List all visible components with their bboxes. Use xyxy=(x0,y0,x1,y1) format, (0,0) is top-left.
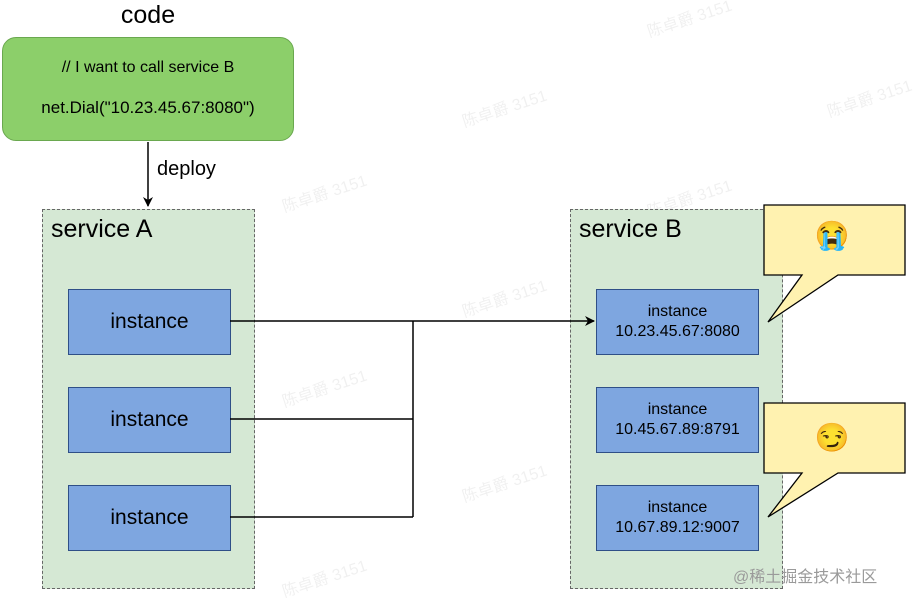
service-a-instance: instance xyxy=(68,485,231,551)
service-a-title: service A xyxy=(51,215,153,243)
service-b-group: service B instance 10.23.45.67:8080 inst… xyxy=(570,209,783,589)
speech-bubble xyxy=(763,402,906,518)
service-a-instance: instance xyxy=(68,387,231,453)
service-b-instance: instance 10.67.89.12:9007 xyxy=(596,485,759,551)
service-a-group: service A instance instance instance xyxy=(42,209,255,589)
speech-bubble xyxy=(763,204,906,323)
instance-label: instance xyxy=(647,303,708,320)
service-a-instance: instance xyxy=(68,289,231,355)
deploy-label: deploy xyxy=(157,158,216,180)
code-comment-line: // I want to call service B xyxy=(61,59,235,76)
instance-address: 10.45.67.89:8791 xyxy=(615,421,740,438)
code-box: // I want to call service B net.Dial("10… xyxy=(2,37,294,141)
service-b-instance: instance 10.45.67.89:8791 xyxy=(596,387,759,453)
instance-label: instance xyxy=(647,401,708,418)
service-b-instance: instance 10.23.45.67:8080 xyxy=(596,289,759,355)
code-dial-line: net.Dial("10.23.45.67:8080") xyxy=(41,98,255,117)
service-b-title: service B xyxy=(579,215,682,243)
instance-address: 10.67.89.12:9007 xyxy=(615,519,740,536)
code-title: code xyxy=(120,1,176,29)
instance-label: instance xyxy=(647,499,708,516)
watermark: @稀土掘金技术社区 xyxy=(733,569,878,586)
smirking-face-icon: 😏 xyxy=(814,422,850,453)
crying-face-icon: 😭 xyxy=(814,220,850,251)
instance-address: 10.23.45.67:8080 xyxy=(615,323,740,340)
